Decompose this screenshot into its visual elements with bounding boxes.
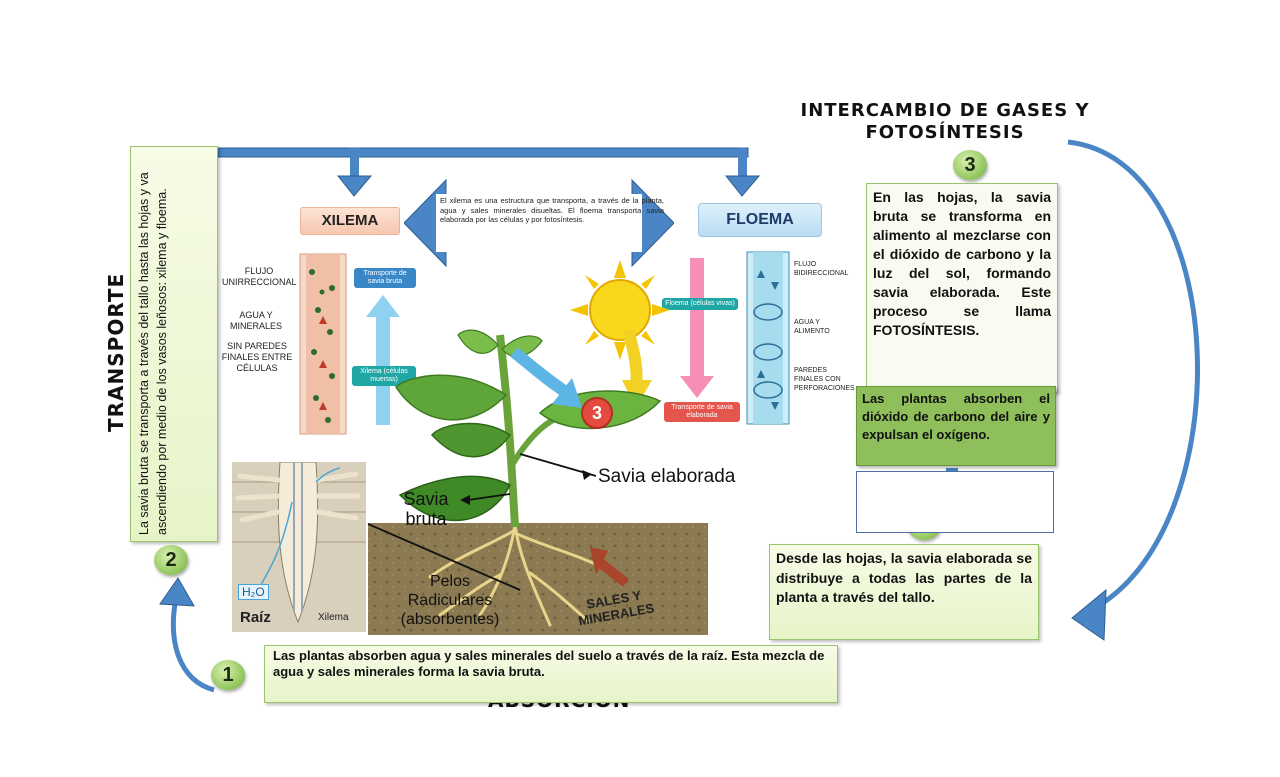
savia-bruta-line2: bruta: [405, 509, 447, 529]
xilema-title: XILEMA: [300, 207, 400, 235]
center-description: El xilema es una estructura que transpor…: [440, 196, 664, 225]
step-2-badge: 2: [154, 545, 188, 575]
fotosintesis-box-text: En las hojas, la savia bruta se transfor…: [873, 189, 1051, 338]
floema-title: FLOEMA: [698, 203, 822, 237]
leaf-step-3-text: 3: [591, 403, 602, 423]
co2-arrow: [510, 347, 582, 408]
pelos-line3: (absorbentes): [400, 611, 500, 628]
distribucion-box: Desde las hojas, la savia elaborada se d…: [769, 544, 1039, 640]
transporte-box: La savia bruta se transporta a través de…: [130, 146, 218, 542]
raiz-label: Raíz: [240, 609, 271, 626]
floema-vessel: [746, 251, 790, 425]
pelos-radiculares-label: Pelos Radiculares (absorbentes): [388, 572, 512, 629]
distribucion-box-text: Desde las hojas, la savia elaborada se d…: [776, 550, 1032, 605]
fotosintesis-box: En las hojas, la savia bruta se transfor…: [866, 183, 1058, 393]
floema-label-agua: AGUA Y ALIMENTO: [794, 319, 830, 335]
transporte-box-text: La savia bruta se transporta a través de…: [137, 172, 169, 535]
step-3-badge: 3: [953, 150, 987, 180]
xilema-label-agua: AGUA Y MINERALES: [229, 310, 282, 331]
absorcion-box-text: Las plantas absorben agua y sales minera…: [273, 648, 825, 679]
floema-title-text: FLOEMA: [726, 211, 794, 228]
xilema-label-paredes: SIN PAREDES FINALES ENTRE CÉLULAS: [221, 341, 293, 373]
center-description-text: El xilema es una estructura que transpor…: [440, 196, 664, 224]
empty-frame: [856, 471, 1054, 533]
transporte-bruta-label: Transporte de savia bruta: [354, 268, 416, 288]
heading-intercambio-line2: FOTOSÍNTESIS: [865, 122, 1025, 143]
savia-bruta-line1: Savia: [403, 489, 449, 509]
savia-elaborada-label: Savia elaborada: [598, 466, 736, 487]
absorcion-box: Las plantas absorben agua y sales minera…: [264, 645, 838, 703]
h2o-label: H₂O: [238, 584, 269, 600]
heading-intercambio: INTERCAMBIO DE GASES Y FOTOSÍNTESIS: [780, 100, 1110, 144]
gases-box-text: Las plantas absorben el dióxido de carbo…: [862, 391, 1050, 442]
savia-bruta-label: Savia bruta: [392, 489, 460, 529]
xilema-vessel: [299, 253, 347, 435]
xilema-root-label: Xilema: [318, 612, 349, 623]
plant-illustration: [368, 329, 708, 635]
xilema-label-flujo: FLUJO UNIRRECCIONAL: [222, 266, 297, 287]
transporte-elaborada-label: Transporte de savia elaborada: [664, 402, 740, 422]
xilema-up-arrow: [366, 295, 400, 425]
label-pointers: [367, 453, 597, 591]
floema-cells-label: Floema (células vivas): [662, 298, 738, 310]
floema-label-flujo: FLUJO BIDIRECCIONAL: [794, 261, 849, 277]
pelos-line2: Radiculares: [407, 592, 493, 609]
sun-icon: [570, 260, 670, 360]
step-1-badge: 1: [211, 660, 245, 690]
xilema-title-text: XILEMA: [321, 212, 379, 229]
gases-box: Las plantas absorben el dióxido de carbo…: [856, 386, 1056, 466]
floema-down-arrow: [680, 258, 714, 398]
root-diagram: [232, 462, 366, 632]
double-arrow-shape: [404, 178, 674, 268]
pelos-line1: Pelos: [429, 573, 471, 590]
floema-label-paredes: PAREDES FINALES CON PERFORACIONES: [794, 367, 855, 392]
leaf-step-3-badge: 3: [581, 397, 613, 429]
heading-intercambio-line1: INTERCAMBIO DE GASES Y: [800, 100, 1090, 121]
xilema-cells-label: Xilema (células muertas): [352, 366, 416, 386]
